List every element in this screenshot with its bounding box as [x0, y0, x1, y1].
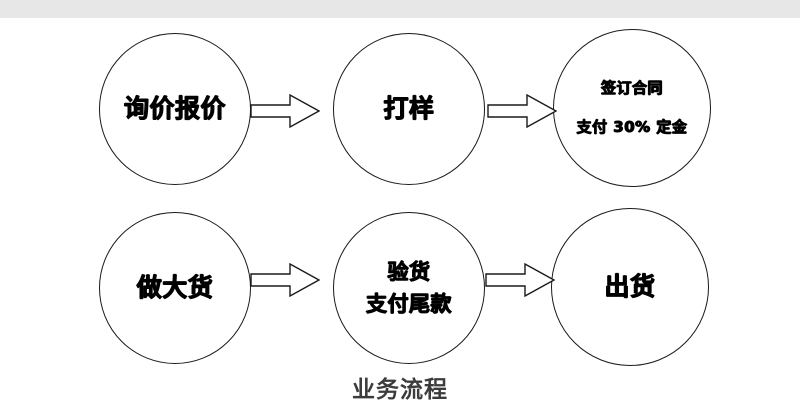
- arrow-right-icon-inquiry-to-sample: [250, 94, 320, 128]
- flow-node-contract-line1: 签订合同: [600, 78, 663, 97]
- flow-node-inspection-line1: 验货: [387, 260, 431, 285]
- diagram-caption: 业务流程: [352, 377, 448, 403]
- flow-node-bulk-production-line1: 做大货: [136, 272, 214, 302]
- flow-node-sample-line1: 打样: [383, 93, 435, 123]
- top-gray-band: [0, 0, 800, 18]
- flow-node-bulk-production: 做大货: [99, 212, 251, 364]
- flow-node-shipment-line1: 出货: [604, 271, 656, 301]
- flow-node-inquiry: 询价报价: [99, 33, 251, 185]
- flow-node-inquiry-line1: 询价报价: [123, 93, 226, 123]
- flow-node-shipment: 出货: [551, 208, 709, 366]
- arrow-right-icon-bulk-to-inspection: [250, 263, 320, 297]
- flow-node-inspection-line2: 支付尾款: [366, 291, 452, 316]
- flow-node-sample: 打样: [333, 33, 485, 185]
- flow-node-contract: 签订合同 支付 30% 定金: [553, 29, 711, 187]
- flow-node-inspection: 验货 支付尾款: [333, 212, 485, 364]
- arrow-right-icon-inspection-to-shipment: [485, 263, 555, 297]
- arrow-right-icon-sample-to-contract: [487, 94, 557, 128]
- flow-node-contract-line2: 支付 30% 定金: [576, 118, 688, 136]
